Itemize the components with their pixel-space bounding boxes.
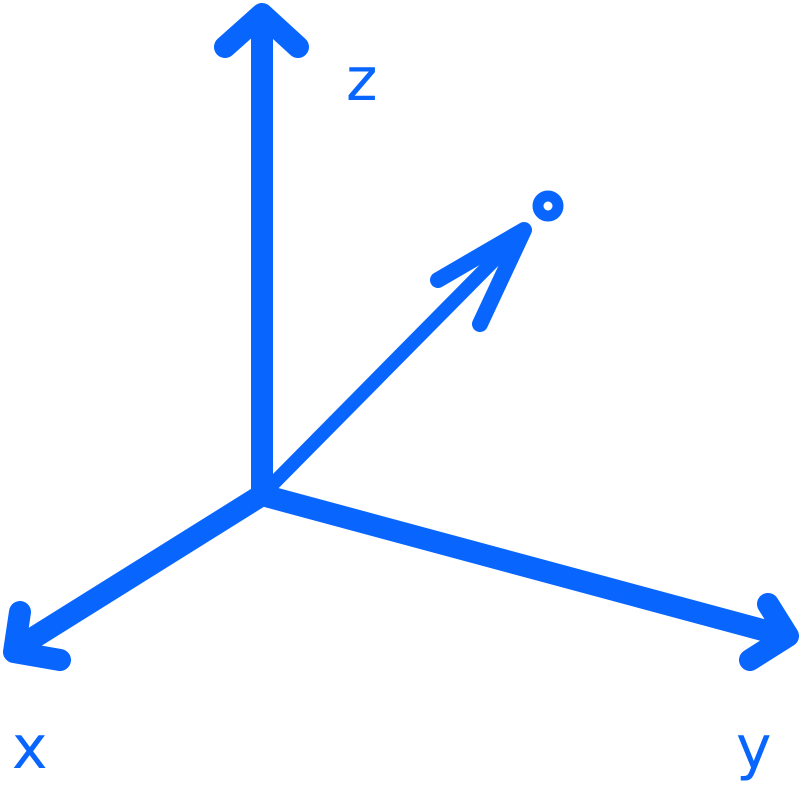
vector-line	[255, 225, 529, 502]
vector-arrowhead	[430, 222, 532, 332]
y-axis-label: y	[736, 713, 772, 783]
y-axis-line	[251, 484, 781, 643]
z-axis-arrowhead	[214, 3, 309, 58]
point-marker	[532, 190, 564, 222]
x-axis-arrowhead	[3, 601, 71, 671]
y-axis-arrowhead	[739, 593, 799, 671]
x-axis-line	[19, 484, 273, 651]
x-axis-label: x	[12, 713, 48, 783]
z-axis-label: z	[346, 45, 378, 115]
